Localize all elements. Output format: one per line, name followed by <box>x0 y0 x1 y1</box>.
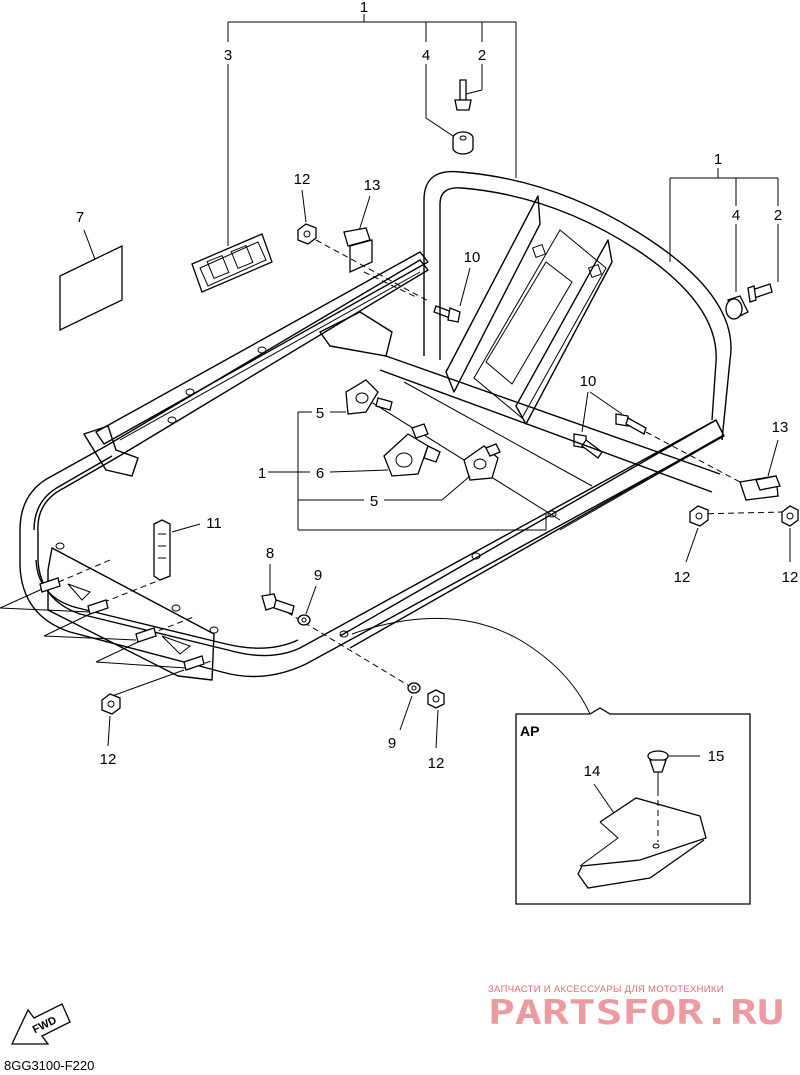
watermark-tagline: ЗАПЧАСТИ И АКСЕССУАРЫ ДЛЯ МОТОТЕХНИКИ <box>488 984 724 995</box>
damper-4-right <box>725 295 749 320</box>
callout-6: 6 <box>316 465 324 482</box>
callout-8: 8 <box>266 545 274 562</box>
callout-10-right: 10 <box>580 373 597 390</box>
callout-5-upper: 5 <box>316 405 324 422</box>
callout-1-top: 1 <box>360 0 368 16</box>
guard-14 <box>577 797 707 889</box>
callout-4-right: 4 <box>732 207 740 224</box>
callout-7: 7 <box>76 209 84 226</box>
callout-12-bottom-left: 12 <box>100 751 117 768</box>
front-studs <box>39 577 205 671</box>
fwd-arrow-icon <box>10 1003 71 1045</box>
callout-3: 3 <box>224 47 232 64</box>
callout-12-topleft: 12 <box>294 171 311 188</box>
tie-strap-11 <box>153 519 171 581</box>
callout-10-top: 10 <box>464 249 481 266</box>
label-sheet-7 <box>59 244 123 332</box>
clip-13-top <box>343 227 373 274</box>
callout-12-right-b: 12 <box>782 569 799 586</box>
bolt-2-right <box>747 283 773 303</box>
ap-inset <box>515 707 751 905</box>
callout-5-lower: 5 <box>370 493 378 510</box>
callout-9-low: 9 <box>388 735 396 752</box>
nut-12-bottom-mid <box>427 689 445 709</box>
callout-9-mid: 9 <box>314 567 322 584</box>
grommet-pad-3 <box>191 233 273 293</box>
callout-1-right-bracket <box>669 168 779 292</box>
damper-4-top <box>452 131 474 155</box>
nut-12-topleft <box>297 223 317 245</box>
callout-1-left: 1 <box>258 465 266 482</box>
callout-4-top: 4 <box>422 47 430 64</box>
callout-5-6-bracket <box>268 411 547 531</box>
rail-holes <box>55 346 557 638</box>
callout-14: 14 <box>584 763 601 780</box>
diagram-code: 8GG3100-F220 <box>4 1058 94 1073</box>
clamp-6 <box>383 423 441 477</box>
callout-2-right: 2 <box>774 207 782 224</box>
clip-13-right <box>739 475 781 501</box>
nut-12-right-a <box>689 505 709 527</box>
callout-13-right: 13 <box>772 419 789 436</box>
callout-2-top: 2 <box>478 47 486 64</box>
bolt-10-top <box>433 305 461 323</box>
callout-12-right-a: 12 <box>674 569 691 586</box>
cable <box>351 617 591 715</box>
washer-9-mid <box>297 614 311 626</box>
callout-13-top: 13 <box>364 177 381 194</box>
callout-12-bottom-mid: 12 <box>428 755 445 772</box>
bolt-2-top <box>454 79 472 111</box>
nut-12-right-b <box>781 505 799 527</box>
clamp-5-upper <box>345 379 393 415</box>
callout-1-top-bracket <box>227 14 517 246</box>
watermark-brand: PARTSFOR.RU <box>488 993 784 1033</box>
clamp-5-lower <box>463 443 501 481</box>
bolt-8 <box>261 593 295 615</box>
ap-inset-label: AP <box>520 723 539 739</box>
rack-frame <box>19 170 732 681</box>
bolt-10-right-a <box>615 413 647 435</box>
washer-9-low <box>407 682 421 694</box>
callout-11: 11 <box>206 515 222 532</box>
screw-15 <box>647 750 669 842</box>
nut-12-bottom-left <box>101 693 121 715</box>
callout-1-right: 1 <box>714 151 722 168</box>
front-bracket-lines <box>0 589 187 697</box>
callout-15: 15 <box>708 748 725 765</box>
